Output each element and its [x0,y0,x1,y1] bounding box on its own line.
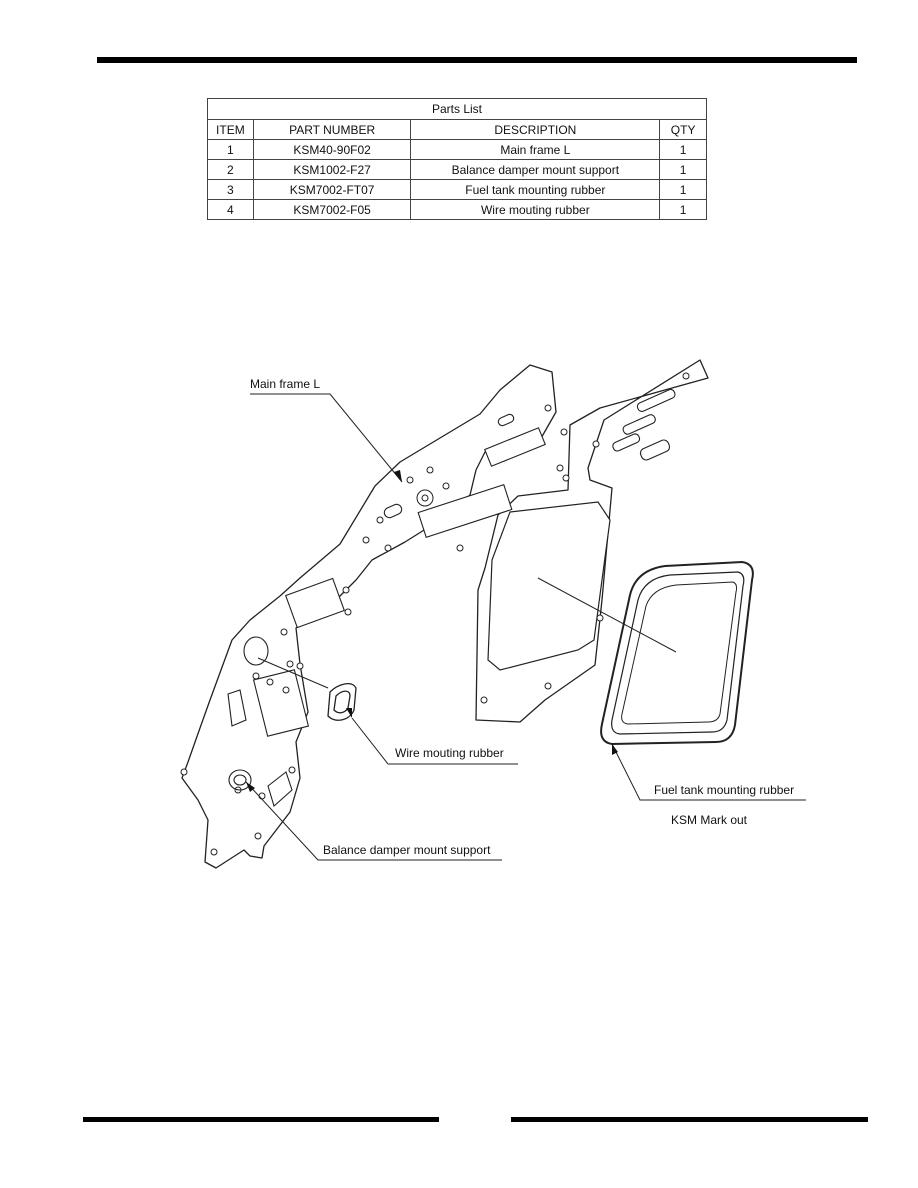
frame-holes [180,372,690,856]
header-qty: QTY [659,119,707,140]
cell-part-number: KSM7002-F05 [252,199,412,220]
leader-arrowheads [246,470,618,792]
bottom-right-rule [511,1117,868,1122]
cell-description: Wire mouting rubber [410,199,661,220]
cell-qty: 1 [659,199,707,220]
table-row: 4 KSM7002-F05 Wire mouting rubber 1 [207,199,707,220]
label-main-frame: Main frame L [250,377,320,391]
label-wire-rubber: Wire mouting rubber [395,746,504,760]
cell-part-number: KSM40-90F02 [252,139,412,160]
label-damper-support: Balance damper mount support [323,843,491,857]
cell-part-number: KSM1002-F27 [252,159,412,180]
table-row: 2 KSM1002-F27 Balance damper mount suppo… [207,159,707,180]
table-header-row: ITEM PART NUMBER DESCRIPTION QTY [207,119,707,140]
frame-slots [252,388,676,737]
parts-list-title: Parts List [207,98,707,119]
label-mark-out-note: KSM Mark out [671,813,748,827]
fuel-rubber-part [600,560,754,746]
leader-lines [245,393,806,861]
parts-list-table: Parts List ITEM PART NUMBER DESCRIPTION … [207,98,707,220]
table-row: 3 KSM7002-FT07 Fuel tank mounting rubber… [207,179,707,200]
label-fuel-rubber: Fuel tank mounting rubber [654,783,794,797]
frame-hardware [227,636,293,807]
cell-part-number: KSM7002-FT07 [252,179,412,200]
bottom-left-rule [83,1117,439,1122]
frame-window-cutout [487,501,611,671]
top-rule [97,57,857,63]
cell-description: Fuel tank mounting rubber [410,179,661,200]
